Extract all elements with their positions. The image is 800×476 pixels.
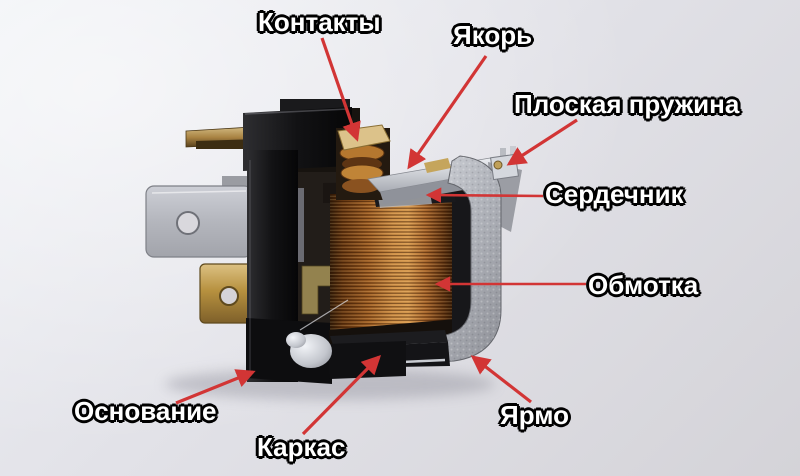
solder-blob: [286, 332, 332, 368]
label-karkas: Каркас: [257, 432, 346, 462]
label-yakor: Якорь: [453, 20, 533, 50]
callout-arrows: [175, 37, 586, 436]
label-pruzhina: Плоская пружина: [514, 89, 740, 119]
arrow-pruzhina: [506, 118, 578, 166]
arrow-yarmo: [470, 355, 532, 404]
arrow-serdechnik: [425, 187, 544, 203]
arrow-kontakty: [320, 37, 361, 142]
label-obmotka: Обмотка: [588, 270, 699, 300]
label-serdechnik: Сердечник: [545, 179, 684, 209]
label-kontakty: Контакты: [258, 7, 381, 37]
arrow-osnovanie: [175, 369, 256, 405]
arrow-karkas: [301, 354, 382, 436]
coil: [299, 181, 472, 361]
label-osnovanie: Основание: [74, 396, 217, 426]
label-yarmo: Ярмо: [500, 400, 569, 430]
arrow-yakor: [407, 55, 488, 170]
